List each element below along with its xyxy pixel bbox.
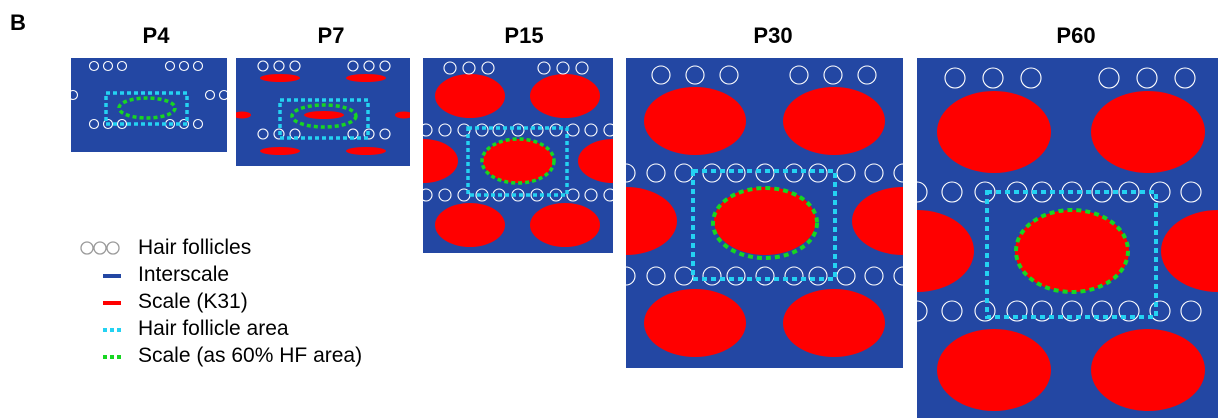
scales	[423, 74, 613, 247]
stage-title-p4: P4	[142, 23, 170, 48]
hair-follicles	[423, 61, 613, 202]
hair-follicle-area	[691, 169, 837, 281]
legend-label: Scale (K31)	[138, 290, 248, 313]
hair-follicle-area	[278, 98, 370, 140]
scale-area	[117, 96, 177, 120]
stage-title-p7: P7	[317, 23, 345, 48]
scales	[917, 91, 1218, 411]
interscale-region	[71, 58, 227, 152]
hair-follicle-area	[985, 190, 1158, 319]
hf-area-swatch	[103, 328, 121, 332]
stage-title-p60: P60	[1056, 23, 1096, 48]
scale-area	[290, 103, 358, 129]
skin-panel-p4	[71, 58, 227, 152]
hair-follicles	[917, 67, 1202, 322]
legend-label: Hair follicle area	[138, 317, 289, 340]
scale-area	[1014, 208, 1130, 294]
hair-follicle-area	[466, 126, 569, 197]
skin-panel-p30	[626, 58, 903, 368]
legend-label: Interscale	[138, 263, 230, 286]
legend-label: Hair follicles	[138, 236, 252, 259]
skin-panel-p15	[423, 58, 613, 253]
stage-title-p30: P30	[753, 23, 793, 48]
interscale-swatch	[103, 274, 121, 278]
scale-swatch	[103, 301, 121, 305]
panel-letter: B	[10, 10, 26, 35]
scale-area	[480, 137, 556, 185]
hair-follicles-swatch	[80, 241, 120, 255]
scale-area-swatch	[103, 355, 121, 359]
hair-follicles	[71, 60, 227, 130]
scales	[236, 74, 410, 155]
scales	[626, 87, 903, 357]
scale-area	[711, 186, 819, 260]
stage-title-p15: P15	[504, 23, 544, 48]
legend-label: Scale (as 60% HF area)	[138, 344, 363, 367]
skin-panel-p7	[236, 58, 410, 166]
skin-panel-p60	[917, 58, 1218, 418]
